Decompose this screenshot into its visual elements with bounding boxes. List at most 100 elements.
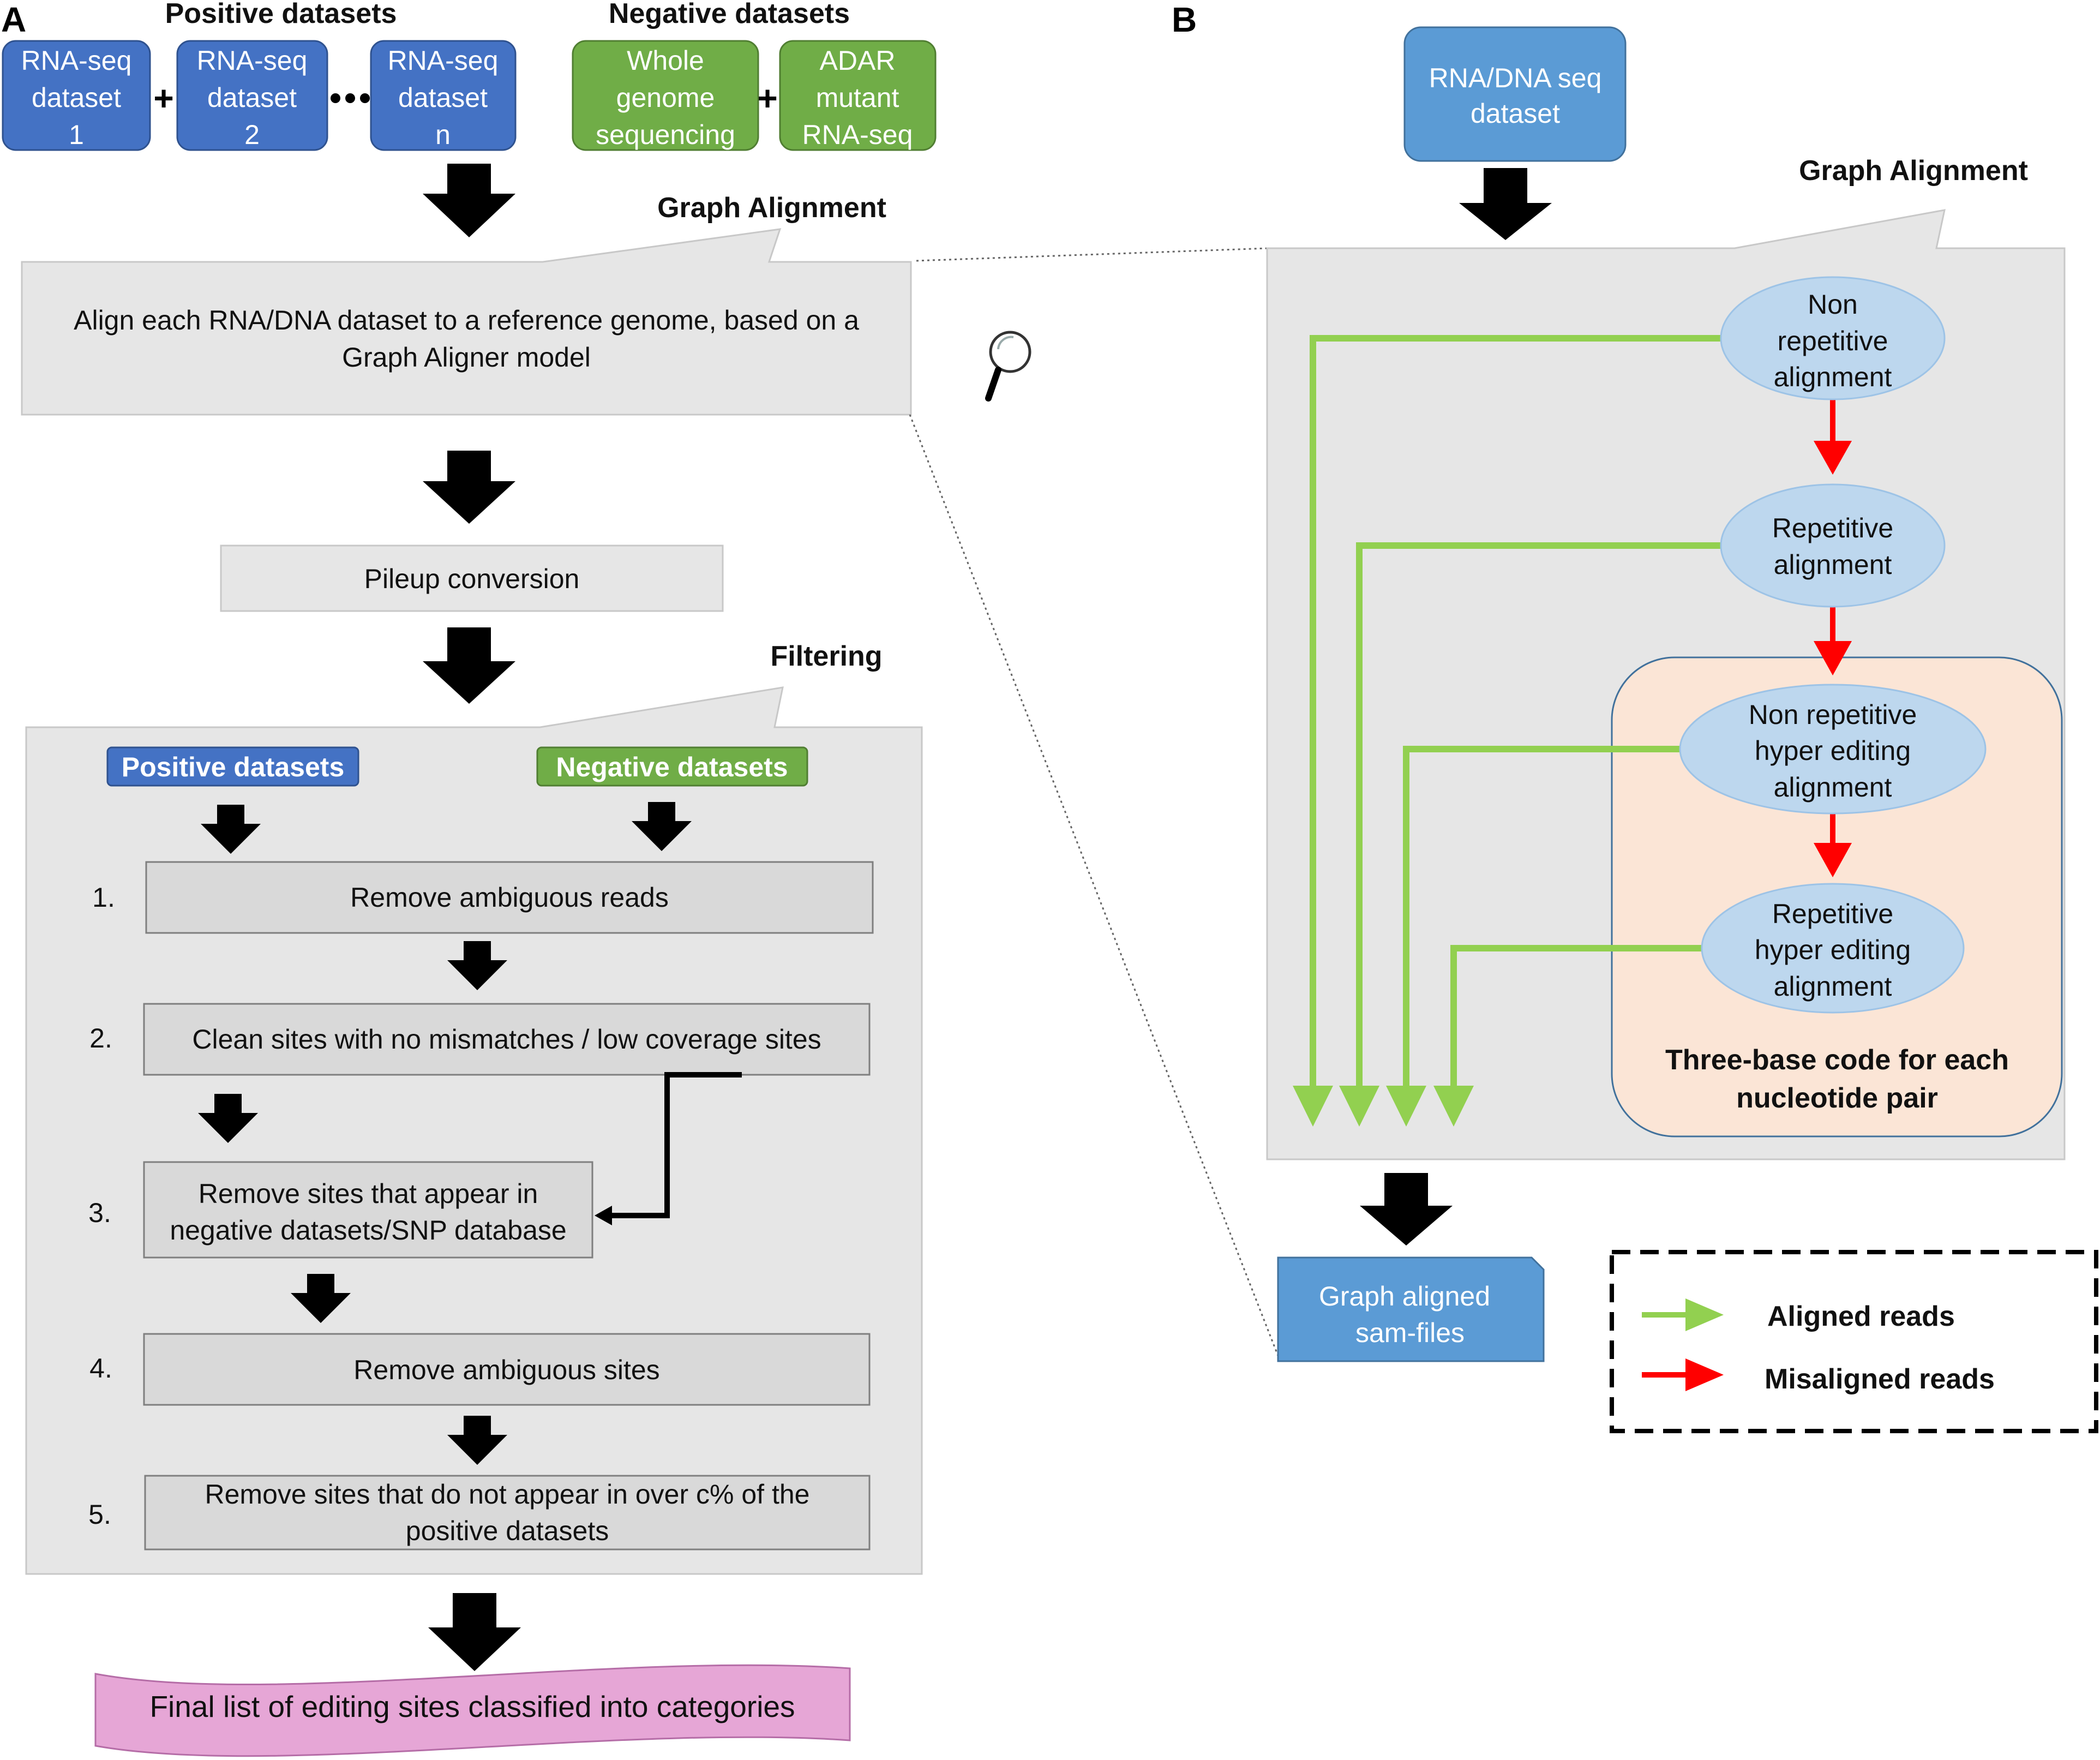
negative-dataset-wgs-line-2: genome bbox=[616, 82, 715, 113]
arrowhead-down-icon bbox=[1433, 1086, 1474, 1127]
arrowhead-down-icon bbox=[1814, 843, 1852, 877]
negative-datasets-title: Negative datasets bbox=[609, 0, 850, 29]
step-3-number: 3. bbox=[88, 1198, 111, 1228]
aligned-legend-arrow-icon bbox=[1685, 1298, 1724, 1331]
zoom-guide-line bbox=[916, 247, 1269, 262]
step-3-label-line-1: Remove sites that appear in bbox=[199, 1178, 538, 1209]
node-3-line-2: hyper editing bbox=[1755, 735, 1911, 766]
node-2-line-2: alignment bbox=[1774, 549, 1892, 580]
graph-alignment-callout-a bbox=[21, 228, 912, 416]
step-3-box bbox=[143, 1161, 593, 1259]
negative-datasets-badge bbox=[536, 746, 808, 787]
panel-b-label: B bbox=[1172, 0, 1197, 39]
block-arrow-down-icon bbox=[198, 1094, 258, 1143]
aligned-reads-arrows bbox=[1310, 335, 1724, 1086]
plus-icon: + bbox=[757, 79, 777, 118]
node-1-line-3: alignment bbox=[1774, 362, 1892, 392]
node-non-repetitive-alignment: Non repetitive alignment bbox=[1720, 276, 1946, 400]
input-dataset-line-2: dataset bbox=[1471, 98, 1560, 129]
ellipsis-icon bbox=[331, 93, 370, 103]
step-1-number: 1. bbox=[92, 882, 115, 913]
output-line-2: sam-files bbox=[1355, 1318, 1465, 1348]
node-4-line-2: hyper editing bbox=[1755, 935, 1911, 965]
step-5-number: 5. bbox=[88, 1499, 111, 1530]
three-base-code-line-1: Three-base code for each bbox=[1665, 1044, 2009, 1076]
elbow-connector bbox=[610, 1072, 742, 1218]
negative-dataset-box-wgs: Whole genome sequencing bbox=[572, 40, 759, 151]
negative-dataset-adar-line-1: ADAR bbox=[820, 45, 896, 76]
magnifier-icon bbox=[985, 331, 1031, 402]
block-arrow-down-icon bbox=[423, 451, 515, 524]
filtering-title: Filtering bbox=[770, 640, 882, 672]
node-non-repetitive-hyper-editing-alignment: Non repetitive hyper editing alignment bbox=[1679, 684, 1987, 815]
node-repetitive-alignment: Repetitive alignment bbox=[1720, 483, 1946, 608]
arrowhead-down-icon bbox=[1814, 641, 1852, 675]
step-2-label: Clean sites with no mismatches / low cov… bbox=[192, 1024, 821, 1055]
zoom-guide-line bbox=[909, 414, 1280, 1359]
positive-datasets-badge-label: Positive datasets bbox=[122, 752, 345, 782]
node-4-line-3: alignment bbox=[1774, 971, 1892, 1002]
positive-datasets-title: Positive datasets bbox=[165, 0, 397, 29]
step-5-box bbox=[144, 1475, 871, 1551]
step-1-box bbox=[145, 861, 874, 934]
step-1-label: Remove ambiguous reads bbox=[350, 882, 669, 913]
positive-dataset-n-line-2: dataset bbox=[398, 82, 488, 113]
positive-dataset-2-line-1: RNA-seq bbox=[197, 45, 308, 76]
block-arrow-down-icon bbox=[291, 1274, 351, 1323]
arrowhead-down-icon bbox=[1293, 1086, 1333, 1127]
legend-misaligned-label: Misaligned reads bbox=[1765, 1363, 1995, 1395]
graph-alignment-title-b: Graph Alignment bbox=[1799, 155, 2028, 187]
node-1-line-1: Non bbox=[1808, 289, 1858, 320]
block-arrow-down-icon bbox=[428, 1593, 521, 1671]
graph-alignment-title-a: Graph Alignment bbox=[657, 192, 886, 224]
arrowhead-down-icon bbox=[1814, 441, 1852, 475]
aligned-arrowheads bbox=[1293, 1086, 1474, 1127]
step-4-number: 4. bbox=[89, 1353, 112, 1384]
block-arrow-down-icon bbox=[632, 802, 692, 851]
negative-dataset-adar-line-3: RNA-seq bbox=[802, 119, 913, 150]
output-line-1: Graph aligned bbox=[1319, 1281, 1490, 1312]
positive-dataset-n-line-1: RNA-seq bbox=[388, 45, 499, 76]
node-1-line-2: repetitive bbox=[1778, 326, 1888, 356]
node-3-line-3: alignment bbox=[1774, 772, 1892, 803]
positive-dataset-1-line-2: dataset bbox=[32, 82, 121, 113]
node-repetitive-hyper-editing-alignment: Repetitive hyper editing alignment bbox=[1701, 883, 1965, 1014]
pileup-conversion-label: Pileup conversion bbox=[364, 564, 580, 594]
step-5-label-line-1: Remove sites that do not appear in over … bbox=[205, 1479, 810, 1510]
negative-datasets-badge-label: Negative datasets bbox=[556, 752, 788, 782]
misaligned-legend-arrow-icon bbox=[1685, 1358, 1724, 1391]
input-dataset-box bbox=[1403, 26, 1627, 162]
plus-icon: + bbox=[153, 79, 173, 118]
node-3-line-1: Non repetitive bbox=[1749, 699, 1917, 730]
arrowhead-down-icon bbox=[1386, 1086, 1426, 1127]
step-3-label-line-2: negative datasets/SNP database bbox=[170, 1215, 566, 1246]
final-list-label: Final list of editing sites classified i… bbox=[149, 1690, 795, 1723]
positive-dataset-box-n: RNA-seq dataset n bbox=[370, 40, 517, 151]
positive-datasets-badge bbox=[106, 746, 359, 787]
positive-dataset-2-line-3: 2 bbox=[244, 119, 260, 150]
positive-dataset-n-line-3: n bbox=[435, 119, 451, 150]
legend-aligned-label: Aligned reads bbox=[1767, 1301, 1955, 1332]
block-arrow-down-icon bbox=[201, 805, 261, 854]
step-5-label-line-2: positive datasets bbox=[406, 1516, 609, 1546]
positive-dataset-1-line-3: 1 bbox=[69, 119, 84, 150]
output-file-box bbox=[1277, 1256, 1545, 1362]
pileup-conversion-box bbox=[220, 544, 724, 612]
align-text-line-2: Graph Aligner model bbox=[342, 342, 591, 373]
step-4-box bbox=[143, 1333, 871, 1406]
negative-dataset-box-adar: ADAR mutant RNA-seq bbox=[779, 40, 937, 151]
block-arrow-down-icon bbox=[447, 941, 507, 990]
arrowhead-left-icon bbox=[595, 1206, 612, 1225]
legend-box bbox=[1610, 1250, 2098, 1433]
negative-dataset-wgs-line-1: Whole bbox=[627, 45, 704, 76]
step-4-label: Remove ambiguous sites bbox=[353, 1355, 659, 1385]
step-2-box bbox=[143, 1003, 871, 1076]
final-list-banner bbox=[94, 1664, 851, 1757]
positive-dataset-box-2: RNA-seq dataset 2 bbox=[176, 40, 328, 151]
negative-dataset-wgs-line-3: sequencing bbox=[596, 119, 735, 150]
block-arrow-down-icon bbox=[447, 1416, 507, 1465]
positive-dataset-2-line-2: dataset bbox=[207, 82, 297, 113]
align-text-line-1: Align each RNA/DNA dataset to a referenc… bbox=[74, 305, 859, 336]
panel-a-label: A bbox=[1, 0, 26, 39]
